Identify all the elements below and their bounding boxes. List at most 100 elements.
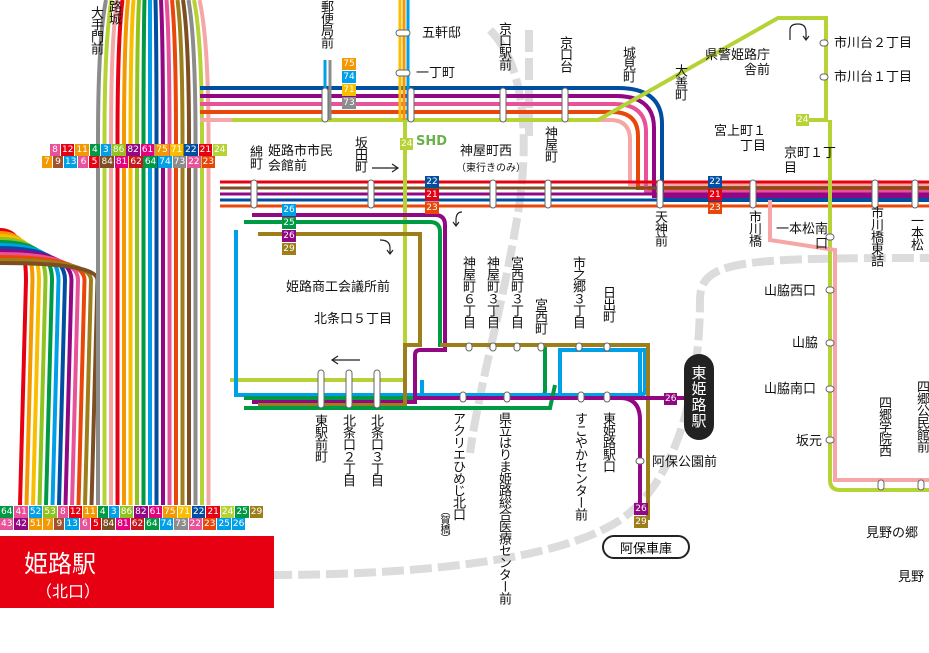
route-line — [141, 0, 147, 505]
route-badge-73: 73 — [174, 518, 188, 530]
route-badge-22: 22 — [184, 144, 198, 156]
label-sakamoto: 坂元 — [796, 434, 823, 449]
route-badge-22: 22 — [708, 176, 722, 188]
route-line — [170, 0, 178, 505]
route-line — [186, 0, 198, 505]
route-badge-24: 24 — [220, 506, 235, 518]
route-badge-29: 29 — [282, 243, 296, 255]
label-kenkei: 県警姫路庁舎前 — [704, 48, 770, 78]
route-badge-23: 23 — [202, 518, 217, 530]
himeji-station-sub: （北口） — [36, 582, 101, 601]
label-shimin-kaikan: 姫路市市民会館前 — [268, 144, 334, 174]
route-badge-4: 4 — [97, 506, 108, 518]
route-badge-12: 12 — [61, 144, 75, 156]
label-hojo5: 北条口５丁目 — [314, 312, 393, 327]
route-badge-11: 11 — [83, 506, 97, 518]
route-badge-86: 86 — [119, 506, 134, 518]
badges-right-24: 24 — [796, 114, 810, 126]
route-line — [96, 0, 108, 505]
route-badge-75: 75 — [342, 58, 356, 70]
label-yonogo-gakuin: 四郷学院西 — [876, 396, 891, 456]
label-higashihimeji-guchi: 東姫路駅口 — [600, 412, 615, 472]
label-kamiya: 神屋町 — [542, 126, 557, 162]
route-badge-71: 71 — [177, 506, 191, 518]
route-badge-51: 51 — [28, 518, 43, 530]
higashi-himeji-station[interactable]: 東姫路駅 — [684, 354, 714, 440]
route-badge-9: 9 — [53, 156, 63, 168]
route-badge-74: 74 — [158, 156, 172, 168]
route-badge-71: 71 — [342, 84, 356, 96]
route-line — [128, 0, 136, 505]
route-badge-25: 25 — [235, 506, 249, 518]
route-badge-86: 86 — [111, 144, 126, 156]
abo-depot[interactable]: 阿保車庫 — [602, 535, 690, 559]
label-higashi-ekimae: 東駅前町 — [312, 414, 327, 462]
label-itchome: 一丁町 — [416, 66, 456, 81]
route-badge-64: 64 — [145, 518, 159, 530]
label-ichikawadai1: 市川台１丁目 — [834, 70, 913, 85]
route-line — [102, 0, 114, 505]
label-yonogo-kominkan: 四郷公民館前 — [914, 380, 929, 452]
himeji-station-box[interactable]: 姫路駅 （北口） — [0, 536, 274, 608]
route-badge-23: 23 — [708, 202, 722, 214]
route-pink — [768, 200, 929, 482]
route-badge-6: 6 — [78, 156, 89, 168]
route-badge-53: 53 — [43, 506, 57, 518]
route-badge-26: 26 — [282, 204, 296, 216]
route-badge-26: 26 — [282, 230, 296, 242]
label-kamiyanishi: 神屋町西 — [460, 144, 513, 159]
route-badge-41: 41 — [14, 506, 28, 518]
label-shiromi: 城見町 — [620, 46, 635, 82]
label-hojo2: 北条口２丁目 — [340, 414, 355, 486]
label-yubinkyoku: 郵便局前 — [318, 0, 333, 48]
route-line — [181, 0, 191, 505]
label-hinode: 日出町 — [600, 286, 615, 322]
route-badge-21: 21 — [198, 144, 213, 156]
label-mino2: 見野 — [898, 570, 925, 585]
label-otemon: 大手門前 — [88, 6, 103, 54]
route-line — [115, 0, 125, 505]
label-himejijo: 路城 — [106, 0, 121, 24]
label-miyanishi3: 宮西町３丁目 — [508, 256, 523, 328]
label-kamiya3: 神屋町３丁目 — [484, 256, 499, 328]
route-badge-22: 22 — [191, 506, 206, 518]
route-badge-61: 61 — [140, 144, 155, 156]
route-badge-74: 74 — [342, 71, 356, 83]
label-sukoyaka: すこやかセンター前 — [572, 412, 587, 520]
direction-arrows — [330, 23, 810, 365]
label-watamachi: 綿町 — [247, 145, 262, 169]
route-line — [153, 0, 159, 505]
route-badge-8: 8 — [50, 144, 60, 156]
route-badge-81: 81 — [114, 156, 129, 168]
label-acrea: アクリエひめじ北口 — [450, 412, 465, 520]
route-badge-71: 71 — [169, 144, 184, 156]
badges-higashi: 26 — [664, 393, 678, 405]
label-yamawakinishi: 山脇西口 — [764, 284, 817, 299]
label-mino1: 見野の郷 — [866, 526, 919, 541]
shd-label: SHD — [416, 134, 448, 149]
label-kyoguchi-eki: 京口駅前 — [496, 22, 511, 70]
route-badge-25: 25 — [217, 518, 231, 530]
route-badge-21: 21 — [425, 189, 439, 201]
label-ichikawabashi-higashi: 市川橋東詰 — [868, 206, 883, 266]
label-ohzen: 大善町 — [672, 64, 687, 100]
route-badge-43: 43 — [0, 518, 14, 530]
route-badge-73: 73 — [172, 156, 187, 168]
route-badge-24: 24 — [400, 138, 414, 150]
route-badge-5: 5 — [89, 156, 100, 168]
route-line — [109, 0, 119, 505]
route-badge-25: 25 — [282, 217, 296, 229]
route-badge-9: 9 — [54, 518, 65, 530]
route-line — [0, 228, 29, 506]
route-badge-29: 29 — [634, 516, 648, 528]
label-ipponmatsu2: 一本松 — [908, 214, 923, 250]
trunk-lines — [200, 86, 929, 208]
route-badge-3: 3 — [108, 506, 119, 518]
route-badge-22: 22 — [425, 176, 439, 188]
